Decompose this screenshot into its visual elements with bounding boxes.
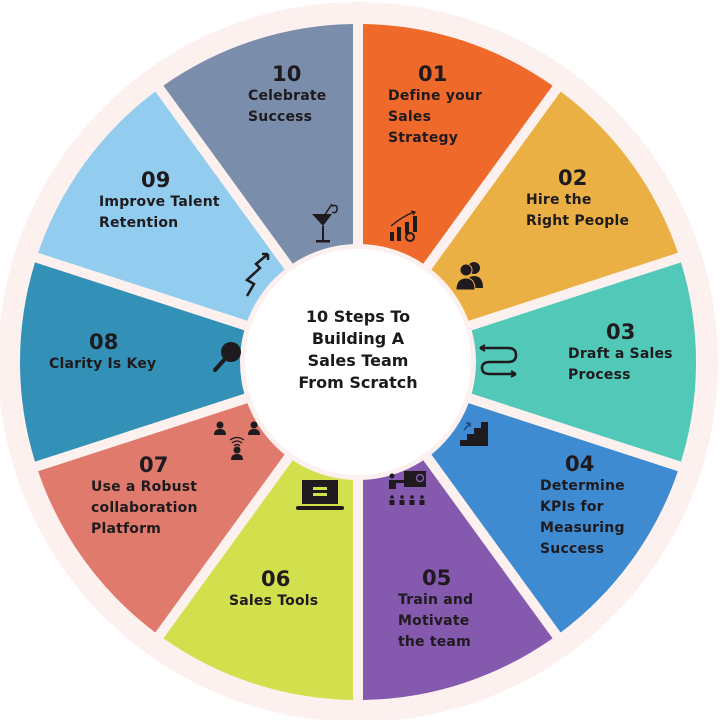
wheel-segment-10 [163,24,354,276]
step-text: Sales Tools [229,593,319,609]
step-10: 10 Celebrate Success [248,62,326,128]
step-text: Celebrate Success [248,88,327,125]
step-text: Clarity Is Key [49,356,157,372]
step-08: 08 Clarity Is Key [49,330,156,375]
center-circle-inner [245,249,471,475]
wheel-segment-02 [422,91,678,326]
process-flow-icon [479,344,518,378]
wheel-segment-07 [38,398,294,633]
step-number: 06 [261,567,291,591]
step-07: 07 Use a Robust collaboration Platform [91,453,198,540]
wheel-segment-06 [163,448,354,700]
wheel-segment-04 [422,398,678,633]
step-text: Hire the Right People [526,192,630,229]
step-text: Improve Talent Retention [99,194,220,231]
step-05: 05 Train and Motivate the team [398,566,473,653]
step-number: 07 [139,453,169,477]
step-number: 03 [606,320,636,344]
step-text: Train and Motivate the team [398,592,474,650]
step-01: 01 Define your Sales Strategy [388,62,482,149]
growth-chart-icon [390,210,417,242]
step-text: Determine KPIs for Measuring Success [540,478,625,557]
step-number: 04 [565,452,595,476]
step-number: 05 [422,566,452,590]
step-06: 06 Sales Tools [229,567,318,612]
step-03: 03 Draft a Sales Process [568,320,673,386]
step-text: Define your Sales Strategy [388,88,483,146]
wheel-segment-09 [38,91,294,326]
trend-arrow-icon [244,252,270,297]
step-number: 09 [141,168,171,192]
diagram-title: 10 Steps To Building A Sales Team From S… [298,307,418,392]
step-09: 09 Improve Talent Retention [99,168,220,234]
magnifier-icon [213,342,241,372]
network-people-icon [214,421,260,460]
step-number: 10 [272,62,302,86]
wheel-segment-05 [362,448,553,700]
stairs-icon [460,422,488,446]
cocktail-icon [312,203,338,243]
step-number: 01 [418,62,448,86]
step-02: 02 Hire the Right People [526,166,629,232]
people-icon [455,262,483,290]
wheel-segment-03 [457,262,697,462]
training-presentation-icon [389,471,426,505]
wheel-segment-08 [19,262,259,462]
step-text: Draft a Sales Process [568,346,673,383]
laptop-icon [296,480,344,510]
step-04: 04 Determine KPIs for Measuring Success [540,452,625,560]
step-number: 02 [558,166,588,190]
step-text: Use a Robust collaboration Platform [91,479,198,537]
step-number: 08 [89,330,119,354]
